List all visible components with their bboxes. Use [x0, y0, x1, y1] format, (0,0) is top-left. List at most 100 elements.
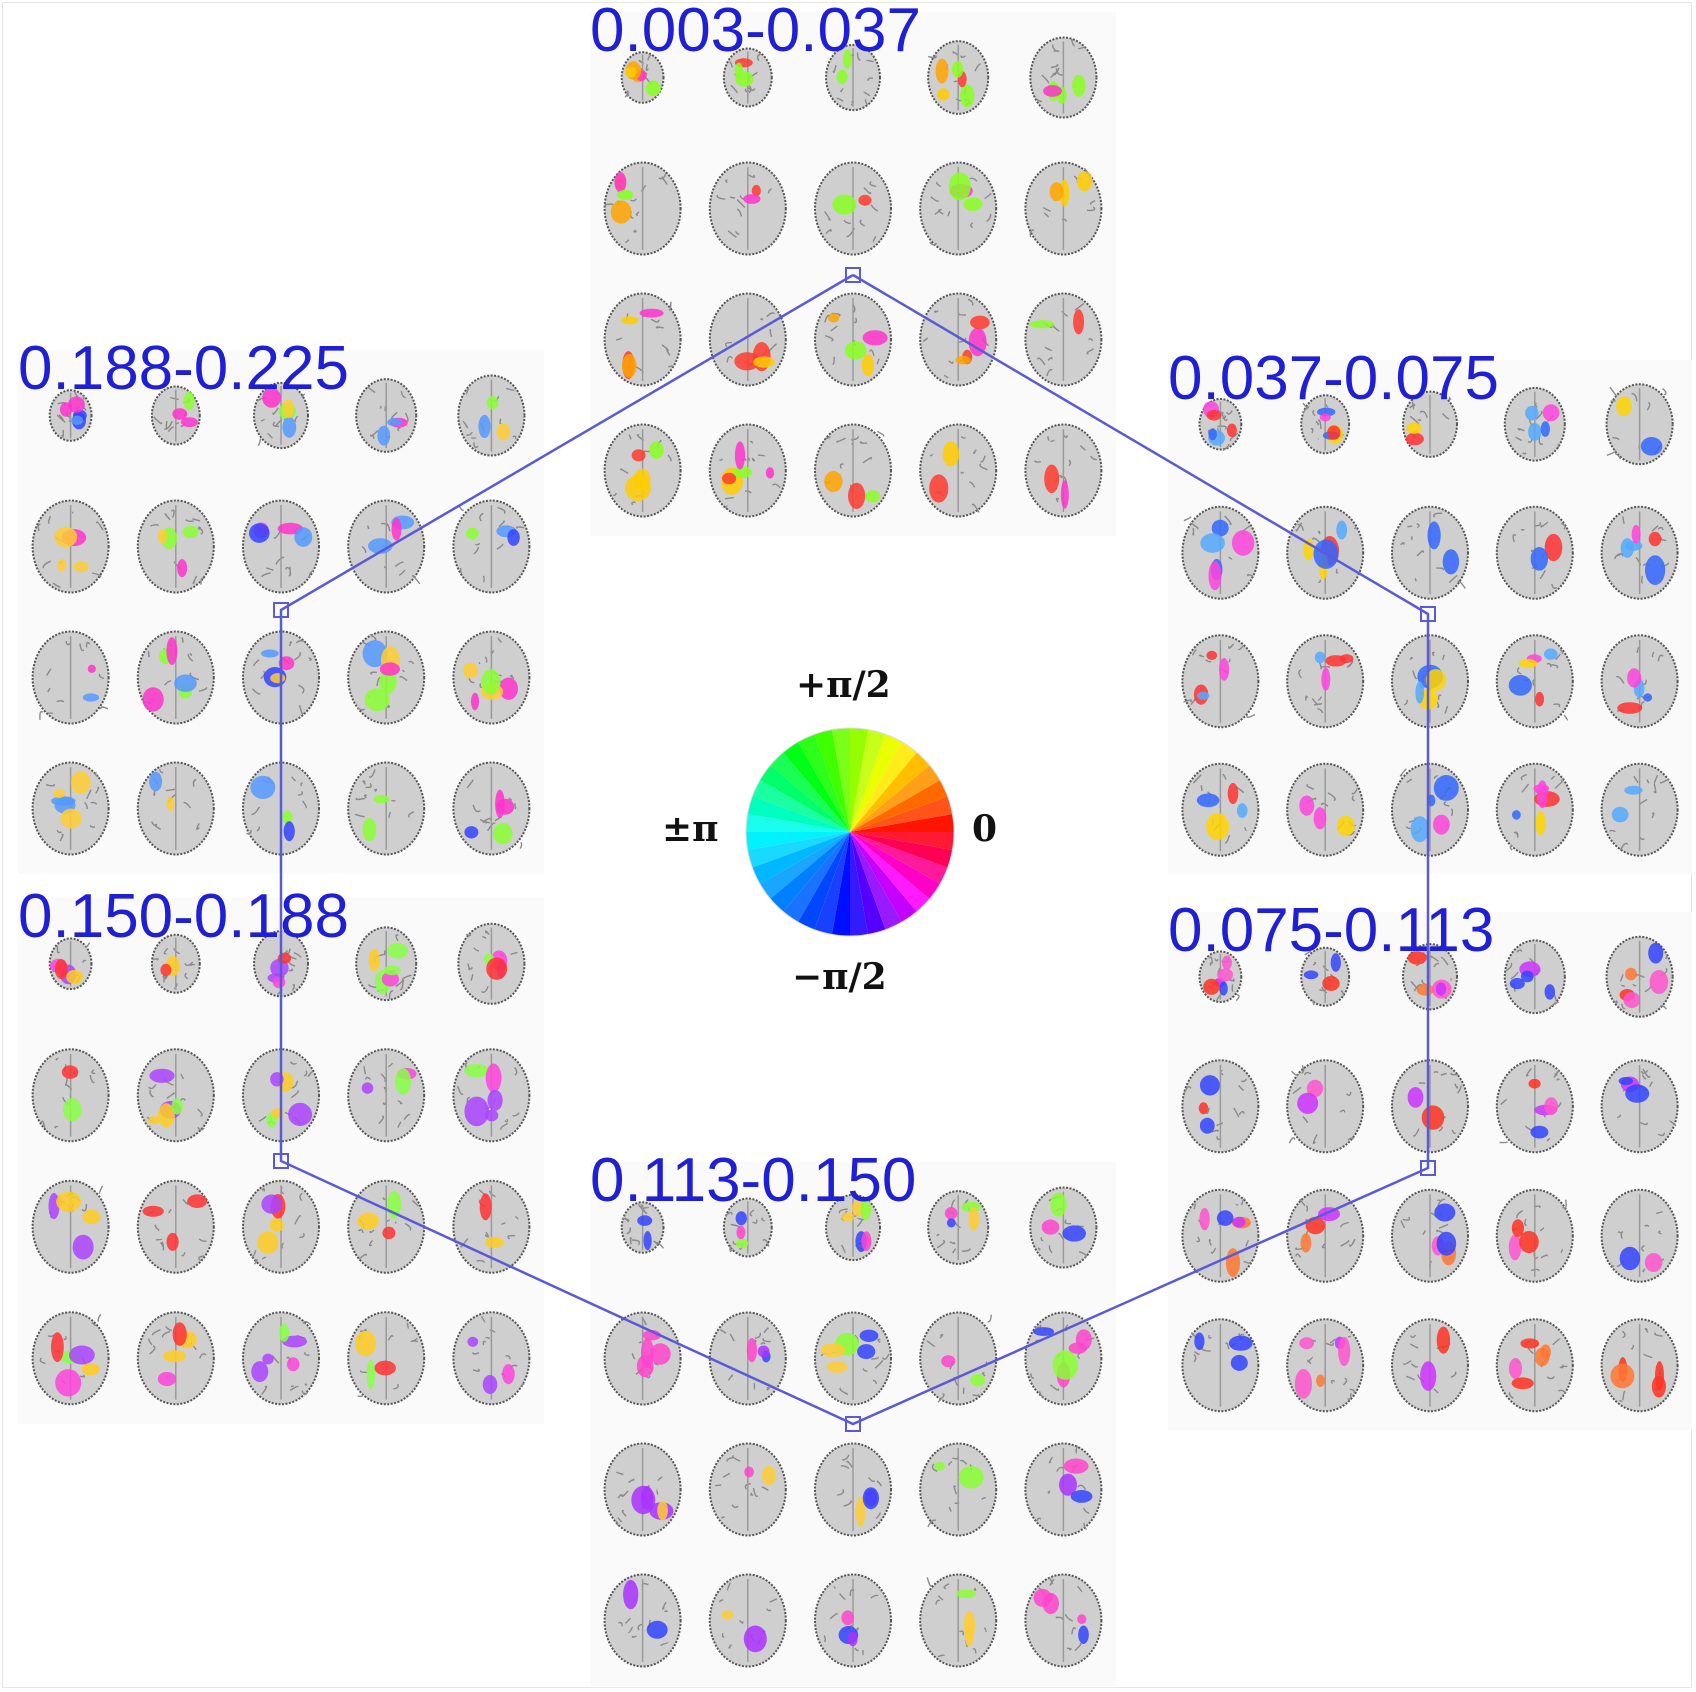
brain-slice	[31, 761, 110, 856]
brain-slice	[1600, 1318, 1679, 1413]
brain-slice	[1605, 383, 1674, 466]
brain-slice	[31, 499, 110, 594]
brain-slice	[1024, 423, 1103, 518]
brain-slice	[1391, 1059, 1469, 1154]
frequency-band-label: 0.188-0.225	[18, 334, 349, 403]
panel-0150-0188: 0.150-0.188	[18, 886, 544, 1424]
brain-slice	[927, 1190, 990, 1265]
brain-slice	[722, 47, 773, 108]
brain-slice	[1024, 1311, 1103, 1406]
brain-slice	[1495, 505, 1574, 600]
panel-0188-0225: 0.188-0.225	[18, 338, 544, 874]
phase-label-bottom: −π/2	[792, 956, 887, 998]
brain-slice	[452, 1048, 531, 1143]
brain-slice	[1600, 762, 1679, 857]
brain-slice	[603, 1573, 682, 1668]
brain-slice	[242, 761, 320, 856]
brain-slice	[1024, 1573, 1103, 1668]
brain-slice	[452, 499, 531, 594]
brain-slice	[452, 761, 531, 856]
brain-slice	[1600, 1059, 1679, 1154]
brain-slice	[825, 43, 881, 112]
brain-slice	[708, 1311, 787, 1406]
brain-slice	[452, 1179, 531, 1274]
brain-slice	[1495, 1188, 1574, 1283]
brain-slice	[347, 1311, 426, 1406]
brain-slice	[814, 1573, 892, 1668]
brain-slice	[1286, 505, 1365, 600]
frequency-band-label: 0.037-0.075	[1168, 344, 1499, 413]
brain-slice	[136, 1179, 215, 1274]
frequency-band-label: 0.003-0.037	[590, 0, 921, 65]
brain-slice	[242, 1311, 320, 1406]
brain-slice	[1181, 1059, 1260, 1154]
brain-slice	[1286, 1318, 1365, 1413]
panel-0075-0113: 0.075-0.113	[1168, 900, 1692, 1430]
brain-slice	[136, 630, 215, 725]
frequency-band-label: 0.113-0.150	[590, 1146, 917, 1215]
brain-slice	[620, 51, 665, 104]
brain-slice	[919, 292, 998, 387]
phase-color-wheel-legend: +π/2 −π/2 ±π 0	[640, 660, 1060, 1020]
brain-slice	[814, 161, 892, 256]
brain-slice	[48, 389, 93, 442]
brain-slice	[355, 926, 418, 1002]
brain-slice	[919, 161, 998, 256]
brain-slice	[814, 1442, 892, 1537]
brain-slice	[1391, 1318, 1469, 1413]
brain-slice	[1495, 1318, 1574, 1413]
brain-slice	[1286, 762, 1365, 857]
brain-slice	[814, 292, 892, 387]
brain-slice	[347, 630, 426, 725]
brain-slice	[1495, 634, 1574, 729]
brain-slice	[1495, 762, 1574, 857]
brain-slice	[708, 292, 787, 387]
brain-slice	[136, 1311, 215, 1406]
brain-slice	[1503, 386, 1566, 462]
brain-slice	[919, 423, 998, 518]
brain-slice	[452, 1311, 531, 1406]
brain-slice	[1181, 1318, 1260, 1413]
brain-slice	[814, 423, 892, 518]
brain-slice	[1286, 634, 1365, 729]
brain-slice	[150, 385, 201, 446]
brain-slice	[1029, 36, 1098, 119]
brain-slice	[48, 937, 93, 991]
brain-slice	[1181, 505, 1260, 600]
phase-label-right: 0	[972, 808, 998, 850]
brain-slice	[242, 630, 320, 725]
brain-slice	[1391, 1188, 1469, 1283]
brain-slice	[31, 1048, 110, 1143]
brain-slice	[1600, 634, 1679, 729]
panel-0113-0150: 0.113-0.150	[590, 1150, 1116, 1686]
brain-slice	[31, 630, 110, 725]
frequency-band-label: 0.150-0.188	[18, 882, 349, 951]
brain-slice	[136, 499, 215, 594]
brain-slice	[603, 1442, 682, 1537]
brain-slice	[347, 499, 426, 594]
brain-slice	[1181, 634, 1260, 729]
brain-slice	[347, 761, 426, 856]
brain-slice	[708, 1442, 787, 1537]
brain-slice	[1286, 1188, 1365, 1283]
brain-slice	[927, 40, 990, 115]
brain-slice	[242, 1179, 320, 1274]
brain-slice	[242, 499, 320, 594]
brain-slice	[1495, 1059, 1574, 1154]
brain-slice-grid	[603, 36, 1103, 518]
brain-slice	[708, 423, 787, 518]
panel-0003-0037: 0.003-0.037	[590, 0, 1116, 536]
brain-slice	[814, 1311, 892, 1406]
brain-slice	[347, 1048, 426, 1143]
brain-slice	[347, 1179, 426, 1274]
brain-slice-grid	[1181, 935, 1679, 1413]
brain-slice-grid	[1181, 383, 1679, 857]
brain-slice	[603, 161, 682, 256]
brain-slice	[1600, 1188, 1679, 1283]
brain-slice	[457, 922, 526, 1005]
brain-slice	[1024, 292, 1103, 387]
brain-slice	[708, 161, 787, 256]
brain-slice	[242, 1048, 320, 1143]
brain-slice	[1029, 1186, 1098, 1269]
frequency-band-label: 0.075-0.113	[1168, 896, 1495, 965]
